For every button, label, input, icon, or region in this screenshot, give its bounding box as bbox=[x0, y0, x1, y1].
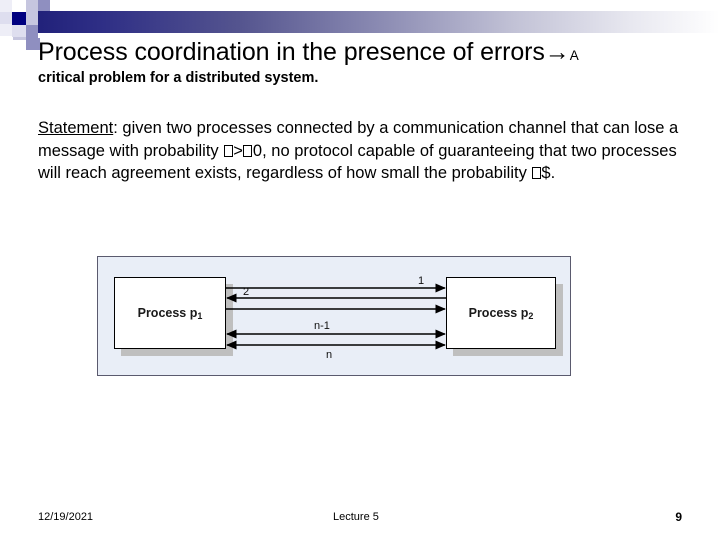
header-gradient-bar bbox=[36, 11, 720, 33]
message-label-1: 1 bbox=[418, 275, 425, 287]
statement-label: Statement bbox=[38, 119, 114, 137]
page-title: Process coordination in the presence of … bbox=[38, 38, 690, 66]
page-title-tail: A bbox=[569, 48, 579, 63]
slide-footer: 12/19/2021 Lecture 5 9 bbox=[0, 508, 720, 532]
statement-zero: 0 bbox=[252, 141, 263, 160]
footer-page-number: 9 bbox=[675, 510, 682, 524]
slide-header-decoration bbox=[0, 0, 720, 50]
statement-line4-pre: probability bbox=[451, 164, 527, 182]
process-box-p2-label: Process p bbox=[468, 306, 529, 320]
process-box-p2-subscript: 2 bbox=[528, 311, 534, 321]
process-box-p1-label: Process p bbox=[137, 306, 198, 320]
missing-glyph-icon bbox=[223, 144, 233, 157]
deco-square-j bbox=[13, 37, 26, 40]
process-box-p1-subscript: 1 bbox=[197, 311, 203, 321]
page-title-text: Process coordination in the presence of … bbox=[38, 38, 570, 66]
deco-square-f bbox=[26, 25, 38, 38]
deco-square-g bbox=[26, 0, 38, 12]
footer-lecture: Lecture 5 bbox=[333, 511, 379, 523]
statement-line1: : given two processes connected by a com… bbox=[113, 119, 599, 137]
deco-square-h bbox=[38, 0, 50, 11]
deco-square-b bbox=[0, 12, 12, 24]
statement-line2-pre: can lose a message with probability bbox=[38, 119, 679, 160]
statement-line3: that two processes will reach agreement … bbox=[38, 141, 677, 183]
statement-line2-post: , no protocol capable of guaranteeing bbox=[262, 141, 535, 160]
deco-square-e bbox=[26, 12, 38, 25]
footer-date: 12/19/2021 bbox=[38, 511, 94, 523]
message-label-n: n bbox=[326, 349, 333, 361]
deco-square-c bbox=[0, 24, 12, 36]
message-label-n-1: n-1 bbox=[314, 320, 330, 332]
deco-square-i bbox=[26, 38, 40, 50]
slide-body-text: Statement: given two processes connected… bbox=[38, 117, 683, 185]
message-label-2: 2 bbox=[243, 286, 250, 298]
message-arrows bbox=[226, 283, 446, 350]
deco-square-a bbox=[0, 0, 12, 12]
statement-gt: > bbox=[233, 141, 243, 160]
deco-square-navy bbox=[12, 12, 26, 25]
missing-glyph-icon bbox=[243, 144, 253, 157]
statement-line4-post: $. bbox=[541, 164, 556, 182]
page-subtitle: critical problem for a distributed syste… bbox=[38, 70, 319, 86]
deco-square-d bbox=[12, 25, 26, 37]
slide-title-block: Process coordination in the presence of … bbox=[38, 38, 690, 87]
missing-glyph-icon bbox=[531, 167, 541, 179]
